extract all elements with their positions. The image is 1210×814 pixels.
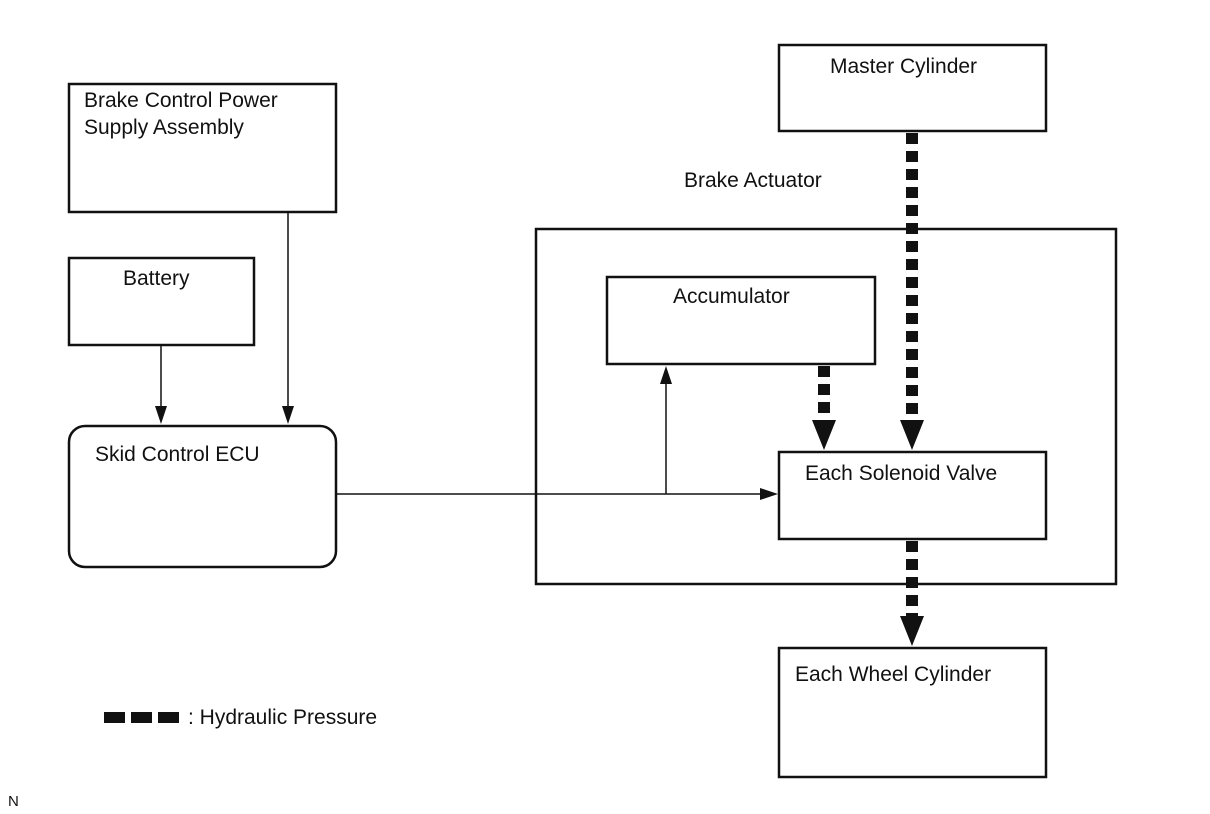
solenoid-valve-label: Each Solenoid Valve <box>805 462 997 485</box>
master-cylinder-label: Master Cylinder <box>830 55 977 78</box>
hydraulic-solenoid-to-wheel <box>900 541 924 646</box>
hydraulic-accumulator-to-solenoid <box>812 366 836 450</box>
hydraulic-master-to-solenoid <box>900 133 924 450</box>
power-supply-label-line1: Brake Control Power <box>84 89 278 112</box>
legend-dash-3 <box>158 712 179 723</box>
signal-to-accumulator <box>660 366 672 494</box>
skid-control-ecu-label: Skid Control ECU <box>95 443 260 466</box>
accumulator-label: Accumulator <box>673 285 790 308</box>
corner-mark: N <box>8 793 19 810</box>
brake-actuator-frame <box>534 227 1118 586</box>
accumulator-block: Accumulator <box>605 275 877 366</box>
legend: : Hydraulic Pressure <box>104 706 377 729</box>
solenoid-valve-block: Each Solenoid Valve <box>777 450 1048 541</box>
legend-dash-2 <box>131 712 152 723</box>
wheel-cylinder-label: Each Wheel Cylinder <box>795 663 991 686</box>
signal-ecu-to-solenoid <box>336 488 778 500</box>
brake-actuator-label: Brake Actuator <box>684 169 822 192</box>
legend-text: : Hydraulic Pressure <box>188 706 377 729</box>
power-supply-block: Brake Control Power Supply Assembly <box>67 82 338 214</box>
signal-power-to-ecu <box>282 212 294 424</box>
wheel-cylinder-block: Each Wheel Cylinder <box>777 646 1048 779</box>
skid-control-ecu-block: Skid Control ECU <box>67 424 338 569</box>
master-cylinder-block: Master Cylinder <box>777 43 1048 133</box>
legend-dash-1 <box>104 712 125 723</box>
battery-label: Battery <box>123 267 190 290</box>
battery-block: Battery <box>67 256 256 347</box>
power-supply-label-line2: Supply Assembly <box>84 116 244 139</box>
signal-battery-to-ecu <box>155 345 167 424</box>
